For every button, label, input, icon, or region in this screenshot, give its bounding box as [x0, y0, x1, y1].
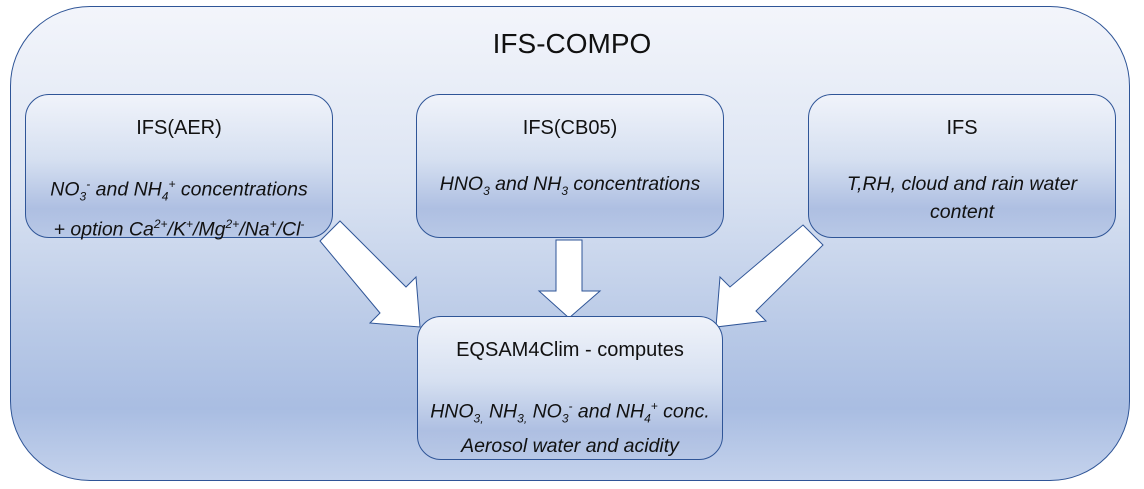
box-eqsam4clim-line2: Aerosol water and acidity — [461, 435, 679, 458]
box-ifs-line2: content — [930, 201, 994, 223]
box-ifs-cb05-body: HNO3 and NH3 concentrations — [417, 170, 723, 205]
box-ifs-aer-heading: IFS(AER) — [136, 117, 222, 139]
box-ifs: IFS T,RH, cloud and rain water content — [808, 94, 1116, 238]
box-ifs-cb05: IFS(CB05) HNO3 and NH3 concentrations — [416, 94, 724, 238]
arrow-ifs-to-eqsam — [715, 224, 824, 328]
box-ifs-body: T,RH, cloud and rain water content — [809, 170, 1115, 226]
box-eqsam4clim-line1: HNO3, NH3, NO3- and NH4+ conc. — [430, 399, 710, 426]
box-ifs-aer-line1: NO3- and NH4+ concentrations — [50, 177, 308, 204]
box-ifs-aer: IFS(AER) NO3- and NH4+ concentrations + … — [25, 94, 333, 241]
box-ifs-aer-body: NO3- and NH4+ concentrations + option Ca… — [26, 170, 332, 244]
box-eqsam4clim-body: HNO3, NH3, NO3- and NH4+ conc. Aerosol w… — [418, 392, 722, 460]
box-ifs-heading: IFS — [946, 117, 978, 139]
box-ifs-line1: T,RH, cloud and rain water — [846, 173, 1078, 195]
arrow-cb05-to-eqsam — [537, 239, 602, 319]
box-eqsam4clim: EQSAM4Clim - computes HNO3, NH3, NO3- an… — [417, 316, 723, 460]
box-eqsam4clim-heading: EQSAM4Clim - computes — [456, 339, 684, 361]
arrow-aer-to-eqsam — [319, 220, 421, 328]
box-ifs-aer-line2: + option Ca2+/K+/Mg2+/Na+/Cl- — [53, 217, 305, 241]
box-ifs-cb05-line1: HNO3 and NH3 concentrations — [439, 173, 701, 198]
box-ifs-cb05-heading: IFS(CB05) — [522, 117, 618, 139]
diagram-title: IFS-COMPO — [492, 28, 652, 59]
